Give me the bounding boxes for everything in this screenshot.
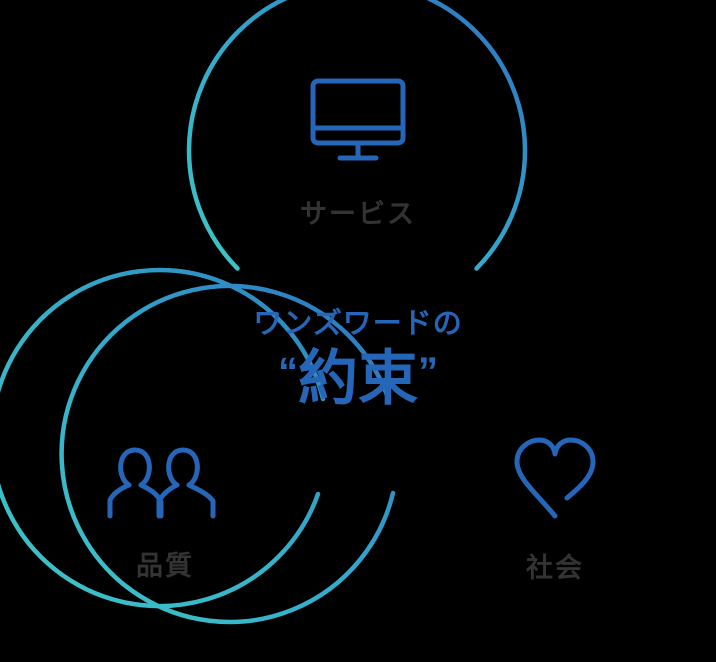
node-quality: 品質 (55, 440, 275, 583)
node-label-society: 社会 (526, 553, 584, 583)
center-title-keyword: 約束 (298, 345, 418, 412)
two-people-icon (101, 440, 229, 524)
monitor-icon (306, 76, 410, 168)
node-society: 社会 (445, 436, 665, 585)
node-label-quality: 品質 (136, 551, 194, 581)
node-service: サービス (248, 76, 468, 231)
quote-close-mark: ” (418, 350, 438, 394)
node-label-service: サービス (300, 199, 416, 229)
center-title: ワンズワードの “約束” (0, 308, 716, 411)
quote-open-mark: “ (278, 350, 298, 394)
center-title-keyword-line: “約束” (0, 347, 716, 410)
center-title-subline: ワンズワードの (253, 308, 463, 340)
heart-icon (505, 436, 605, 524)
